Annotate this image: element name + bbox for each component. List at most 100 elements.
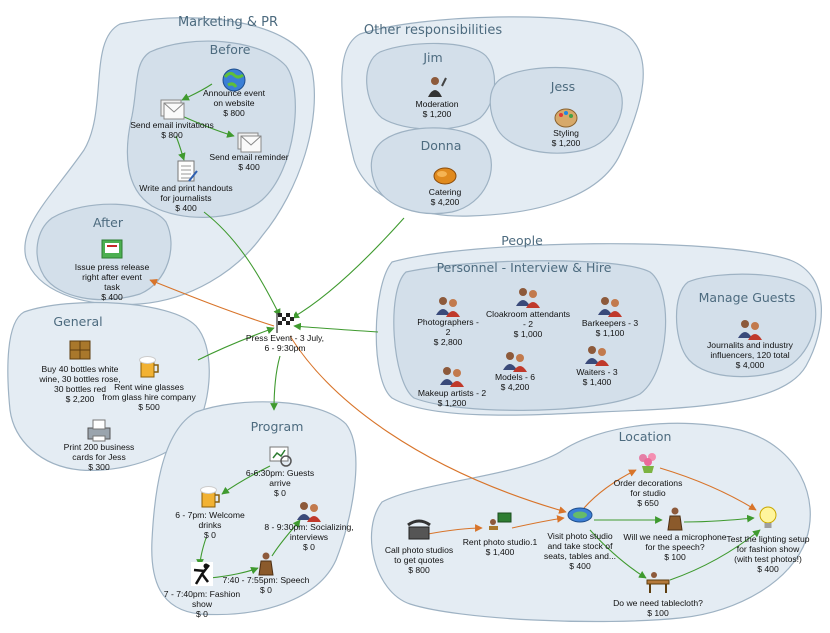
node-reminder[interactable]: Send email reminder$ 400 [209,132,289,172]
node-label: 30 bottles red [54,384,106,394]
link-announce-to-invitations [181,83,213,101]
program-title: Program [251,419,304,434]
manage-guests-title: Manage Guests [699,290,796,305]
node-socializing[interactable]: 8 - 9:30pm: Socializing,interviews$ 0 [264,502,354,552]
link-handouts-to-press-event [203,211,281,317]
classroom-icon [489,512,512,530]
node-cost: $ 1,200 [552,138,581,148]
node-rent-studio[interactable]: Rent photo studio.1$ 1,400 [463,512,538,557]
microphone-person-icon [428,77,447,97]
subgroup-donna [370,127,492,215]
telephone-icon [407,519,431,540]
globe-icon [222,68,246,92]
node-press-event[interactable]: Press Event - 3 July,6 - 9:30pm [246,313,324,353]
node-cost: $ 100 [647,608,669,618]
node-cost: $ 800 [223,108,245,118]
node-waiters[interactable]: Waiters - 3$ 1,400 [576,346,618,387]
node-moderation[interactable]: Moderation$ 1,200 [416,77,459,119]
node-label: cards for Jess [72,452,126,462]
node-cost: $ 4,200 [501,382,530,392]
node-label: arrive [269,478,291,488]
node-catering[interactable]: Catering$ 4,200 [429,167,462,207]
node-label: 6-6:30pm: Guests [246,468,314,478]
node-label: (with test photos!) [734,554,802,564]
people-icon [516,288,540,308]
node-label: 6 - 9:30pm [264,343,305,353]
presentation-icon [269,446,292,467]
node-label: Do we need tablecloth? [613,598,703,608]
node-label: Cloakroom attendants [486,309,570,319]
group-other-responsibilities [341,16,644,217]
link-fashion-to-speech [209,566,259,579]
node-cost: $ 1,000 [514,329,543,339]
node-label: for journalists [160,193,211,203]
node-label: Visit photo studio [547,531,613,541]
node-label: task [104,282,120,292]
location-title: Location [619,429,672,444]
node-label: Journalits and industry [707,340,794,350]
node-cost: $ 400 [569,561,591,571]
node-invitations[interactable]: Send email invitations$ 800 [130,99,214,140]
people-icon [436,297,460,317]
printer-icon [87,419,111,442]
node-cost: $ 800 [161,130,183,140]
node-label: Rent wine glasses [114,382,184,392]
link-call-to-rent [427,524,483,535]
node-speech[interactable]: 7:40 - 7:55pm: Speech$ 0 [223,552,310,596]
subgroup-before [126,40,296,218]
node-label: Buy 40 bottles white [42,364,119,374]
podium-icon [667,507,683,531]
other-responsibilities-title: Other responsibilities [364,23,502,38]
node-cost: $ 0 [260,585,272,595]
link-invitations-to-reminder [181,115,235,138]
document-icon [177,160,198,182]
node-barkeepers[interactable]: Barkeepers - 3$ 1,100 [582,297,639,338]
node-models[interactable]: Models - 6$ 4,200 [495,352,535,392]
people-icon [598,297,622,317]
people-icon [738,320,762,340]
node-tablecloth[interactable]: Do we need tablecloth?$ 100 [613,572,703,618]
link-general-to-press-event [197,326,275,361]
node-cost: $ 2,200 [66,394,95,404]
node-label: Send email invitations [130,120,214,130]
subgroup-jim [366,42,496,130]
after-title: After [93,215,124,230]
node-label: 7 - 7:40pm: Fashion [164,589,241,599]
group-people [375,243,822,416]
people-icon [297,502,321,522]
general-title: General [53,314,102,329]
link-guests-to-welcome [221,465,271,495]
node-cloakroom[interactable]: Cloakroom attendants- 2$ 1,000 [486,288,570,339]
node-cost: $ 800 [408,565,430,575]
node-photographers[interactable]: Photographers -2$ 2,800 [417,297,479,347]
link-rent-to-visit [511,515,565,529]
node-makeup[interactable]: Makeup artists - 2$ 1,200 [418,367,487,408]
stadium-icon [567,507,593,523]
node-label: seats, tables and... [544,551,616,561]
node-label: Write and print handouts [139,183,232,193]
table-icon [646,572,670,593]
personnel-title: Personnel - Interview & Hire [437,260,612,275]
node-styling[interactable]: Styling$ 1,200 [552,108,581,148]
node-cost: $ 1,400 [486,547,515,557]
node-cost: $ 1,200 [423,109,452,119]
node-label: for the speech? [645,542,704,552]
dancer-icon [191,562,213,586]
node-label: for studio [630,488,666,498]
